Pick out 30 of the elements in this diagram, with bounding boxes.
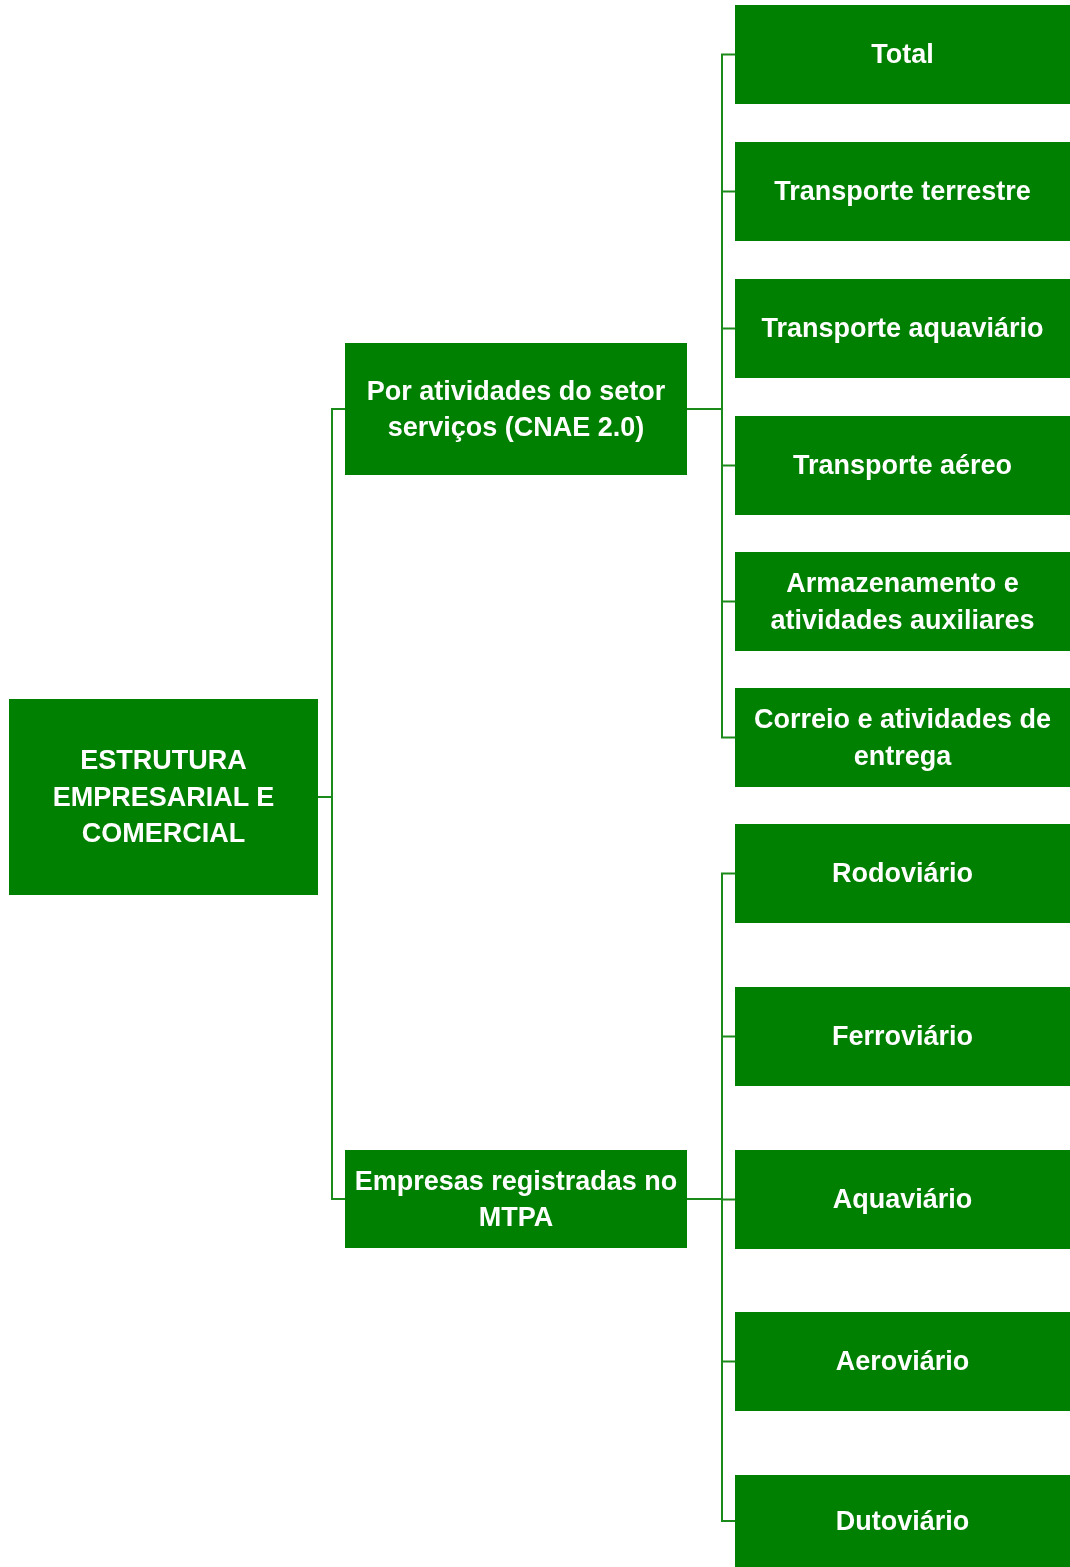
category-box [735,1150,1070,1249]
category-box [9,699,318,895]
connector-line [686,408,736,739]
connector-line [686,1198,736,1522]
box-label: Aeroviário [835,1345,970,1379]
category-box [735,552,1070,651]
box-label: Transporte terrestre [774,175,1031,209]
box-label: ESTRUTURA EMPRESARIAL E COMERCIAL [51,744,276,851]
category-box [735,987,1070,1086]
category-box [735,5,1070,104]
category-box [345,343,687,475]
box-label: Aquaviário [832,1183,973,1217]
box-label: Empresas registradas no MTPA [353,1164,679,1234]
category-box [735,688,1070,787]
category-box [345,1150,687,1248]
category-box [735,142,1070,241]
category-box [735,416,1070,515]
category-box [735,1475,1070,1567]
box-label: Transporte aquaviário [761,312,1044,346]
category-box [735,824,1070,923]
category-box [735,1312,1070,1411]
box-label: Armazenamento e atividades auxiliares [769,567,1036,637]
box-label: Ferroviário [831,1020,974,1054]
box-label: Correio e atividades de entrega [752,703,1053,773]
box-label: Rodoviário [832,857,973,891]
box-label: Total [871,38,934,72]
box-label: Transporte aéreo [792,449,1013,483]
box-label: Dutoviário [835,1504,970,1538]
box-label: Por atividades do setor serviços (CNAE 2.0) [365,374,667,444]
category-box [735,279,1070,378]
